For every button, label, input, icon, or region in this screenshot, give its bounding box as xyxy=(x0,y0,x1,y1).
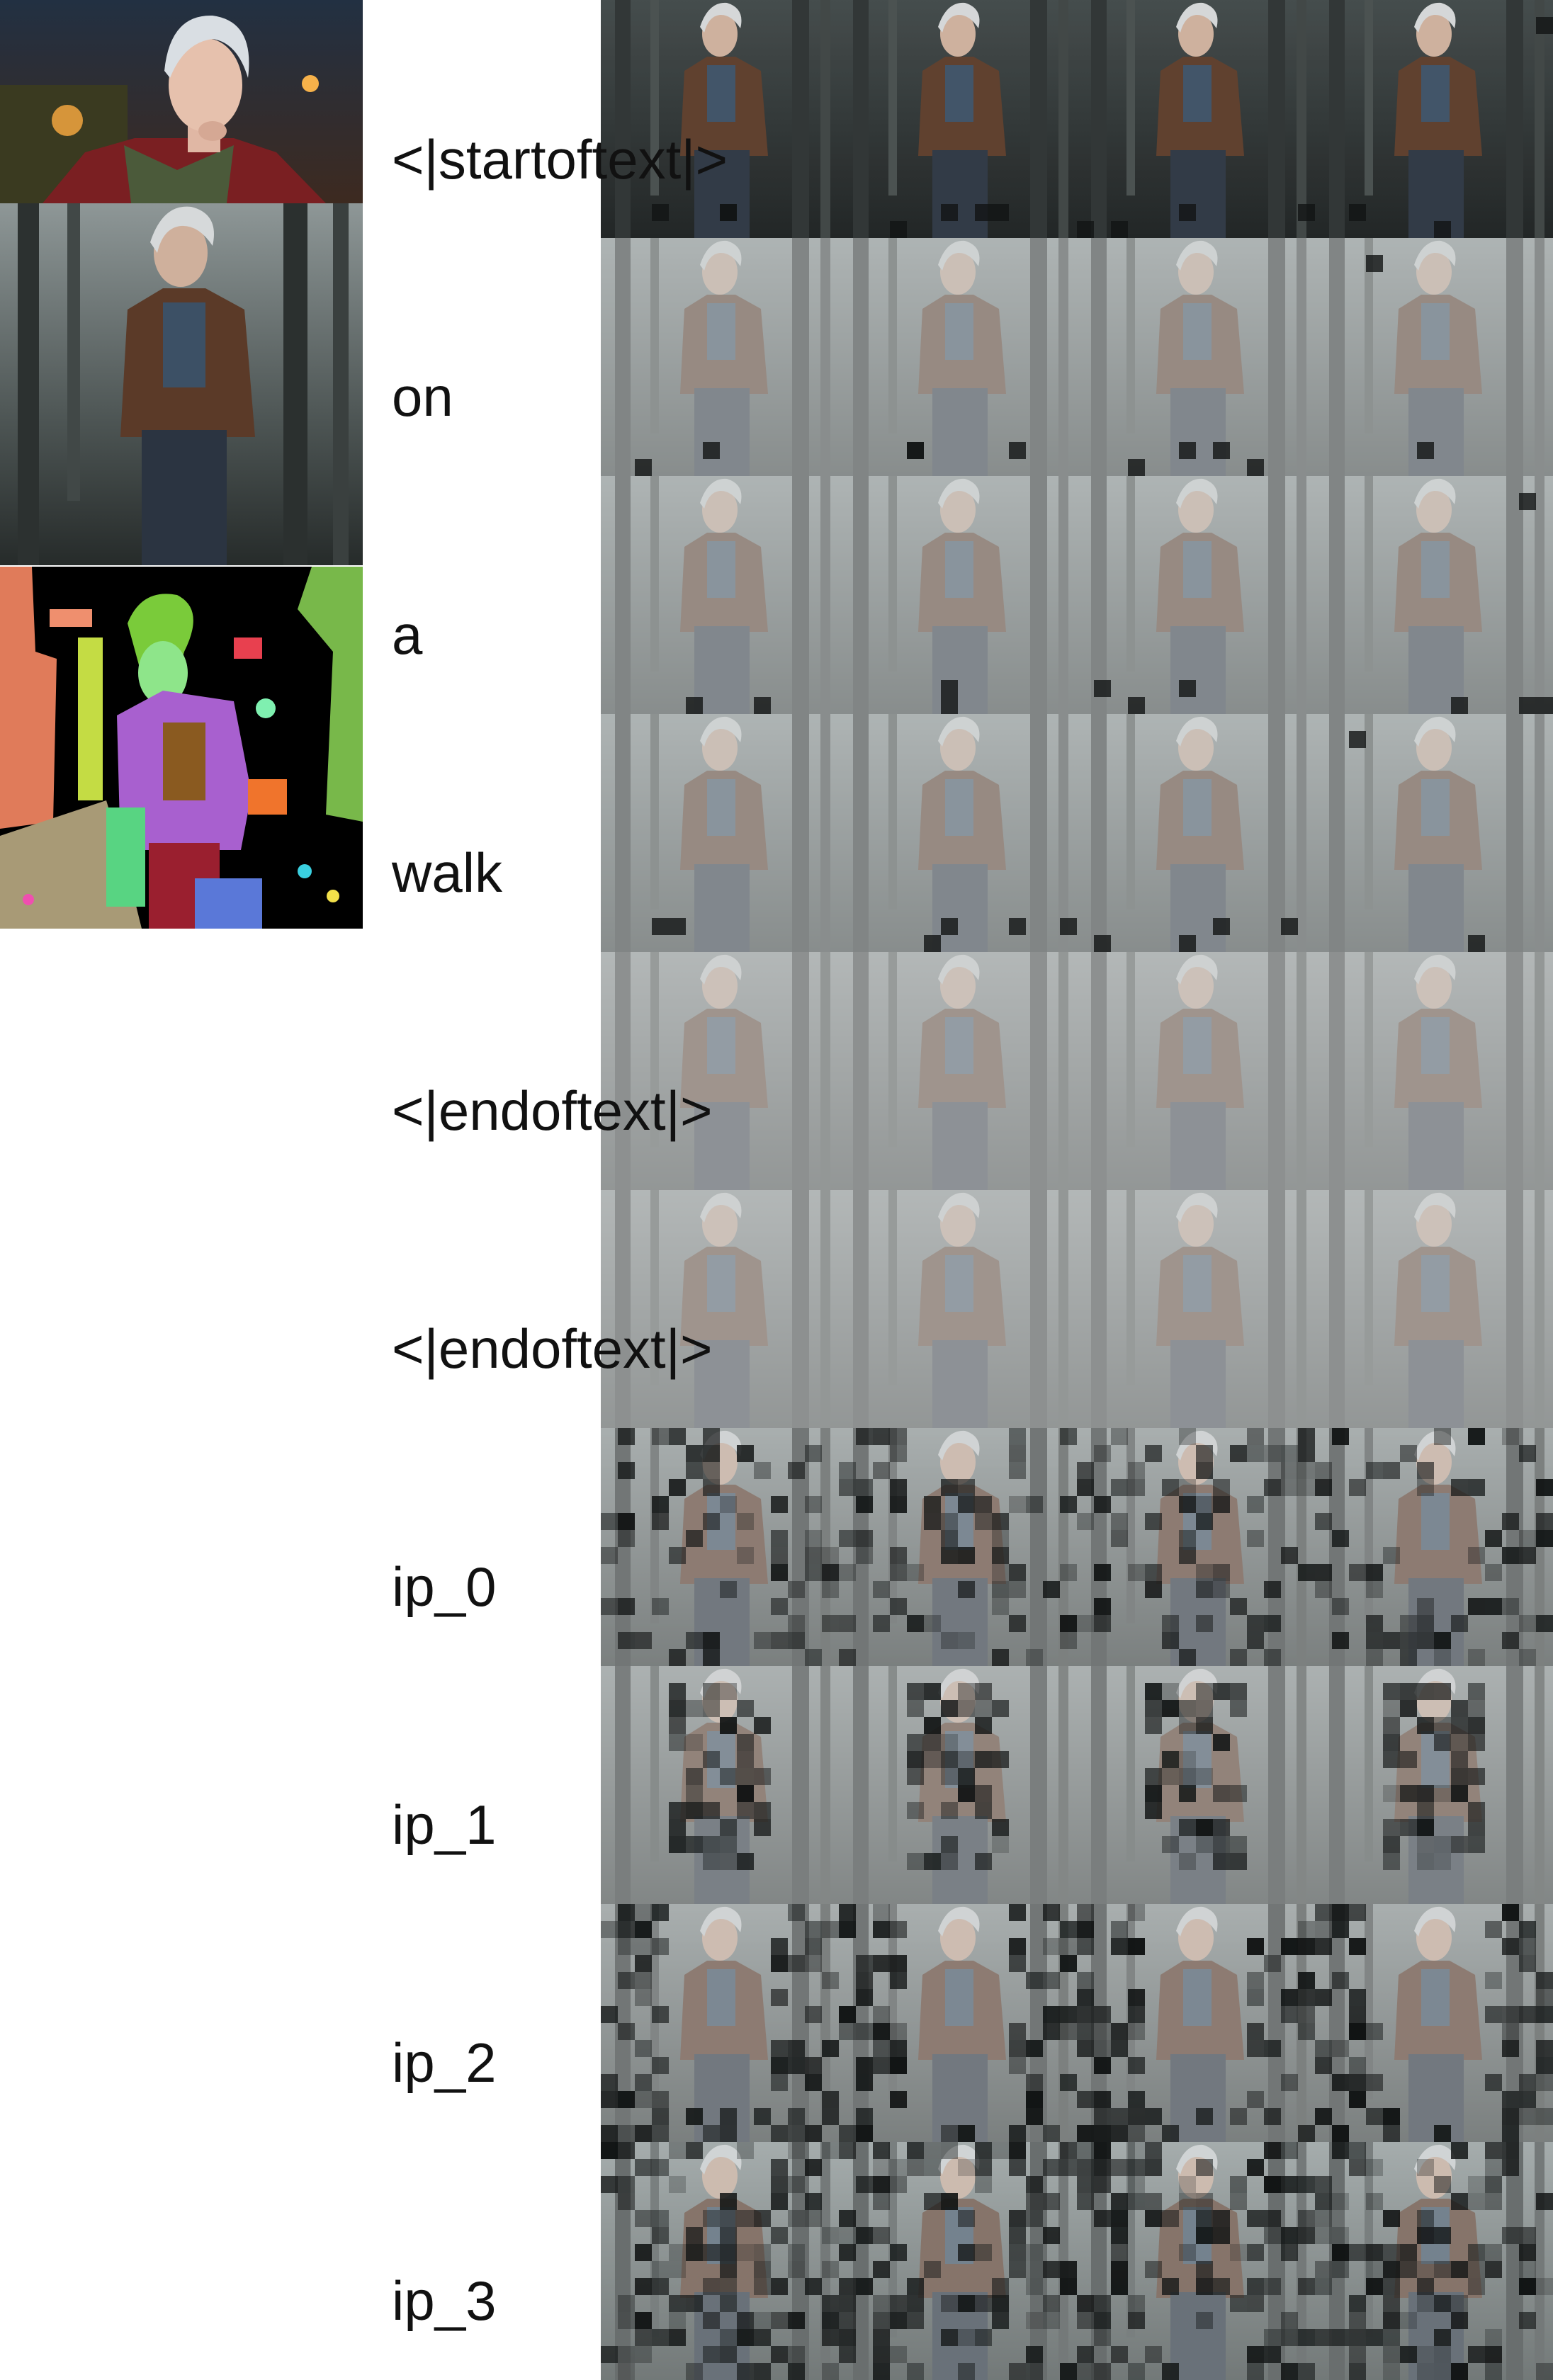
attention-map-cell xyxy=(1077,1190,1315,1428)
token-label-ip-2: ip_2 xyxy=(392,2032,497,2094)
attention-map-cell xyxy=(1077,0,1315,238)
attention-map-cell xyxy=(601,1904,839,2142)
attention-map-cell xyxy=(1077,476,1315,714)
attention-map-cell xyxy=(839,1428,1077,1666)
attention-map-cell xyxy=(1077,238,1315,476)
token-label-ip-0: ip_0 xyxy=(392,1556,497,1618)
attention-map-cell xyxy=(1077,2142,1315,2380)
attention-map-cell xyxy=(839,2142,1077,2380)
attention-map-cell xyxy=(839,0,1077,238)
attention-map-cell xyxy=(601,476,839,714)
attention-map-cell xyxy=(601,1190,839,1428)
attention-map-cell xyxy=(1315,238,1553,476)
attention-map-cell xyxy=(1077,952,1315,1190)
attention-map-cell xyxy=(1315,1190,1553,1428)
segmentation-mask-image xyxy=(0,567,363,929)
attention-map-cell xyxy=(601,238,839,476)
attention-map-cell xyxy=(601,0,839,238)
attention-map-cell xyxy=(601,1666,839,1904)
token-label-walk: walk xyxy=(392,842,503,904)
attention-map-cell xyxy=(1315,952,1553,1190)
token-label-endoftext-1: <|endoftext|> xyxy=(392,1080,713,1142)
attention-map-cell xyxy=(1077,1666,1315,1904)
attention-map-cell xyxy=(1315,0,1553,238)
attention-map-cell xyxy=(839,1666,1077,1904)
attention-map-cell xyxy=(601,2142,839,2380)
reference-portrait-image xyxy=(0,0,363,203)
attention-map-cell xyxy=(1315,1666,1553,1904)
attention-map-cell xyxy=(1315,714,1553,952)
token-label-a: a xyxy=(392,604,423,666)
attention-map-cell xyxy=(839,476,1077,714)
attention-map-grid xyxy=(601,0,1553,2380)
attention-map-cell xyxy=(1315,476,1553,714)
token-label-startoftext: <|startoftext|> xyxy=(392,128,728,191)
attention-map-cell xyxy=(839,714,1077,952)
generated-forest-walk-image xyxy=(0,203,363,565)
token-label-ip-1: ip_1 xyxy=(392,1794,497,1856)
attention-map-cell xyxy=(601,952,839,1190)
attention-map-cell xyxy=(839,1190,1077,1428)
token-label-ip-3: ip_3 xyxy=(392,2270,497,2332)
attention-map-cell xyxy=(1315,1428,1553,1666)
attention-map-cell xyxy=(1315,2142,1553,2380)
token-label-endoftext-2: <|endoftext|> xyxy=(392,1318,713,1380)
attention-map-cell xyxy=(1077,714,1315,952)
attention-map-cell xyxy=(839,952,1077,1190)
attention-map-cell xyxy=(1077,1428,1315,1666)
attention-map-cell xyxy=(839,238,1077,476)
token-label-on: on xyxy=(392,366,453,428)
attention-map-cell xyxy=(1315,1904,1553,2142)
attention-map-cell xyxy=(601,714,839,952)
attention-map-cell xyxy=(839,1904,1077,2142)
attention-map-cell xyxy=(1077,1904,1315,2142)
attention-map-cell xyxy=(601,1428,839,1666)
